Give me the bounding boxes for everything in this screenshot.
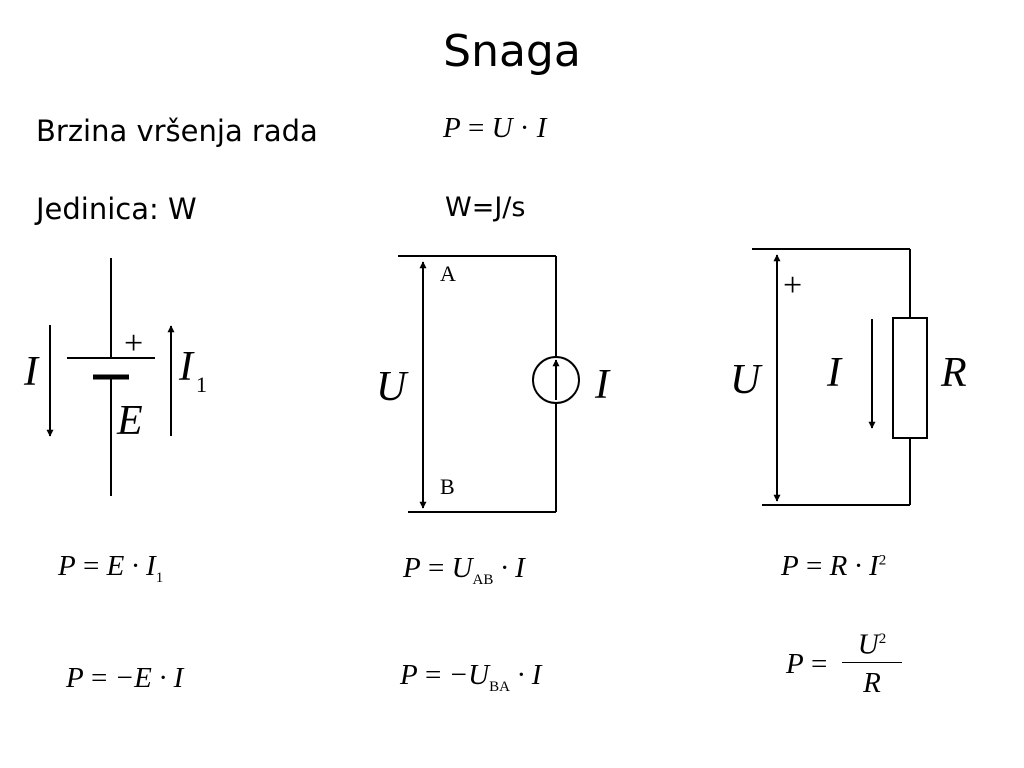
voltage-label: U (376, 364, 409, 410)
resistor-circuit (752, 248, 928, 506)
current1-label: I (178, 344, 195, 390)
plus-sign: + (783, 267, 802, 304)
node-a-label: A (440, 261, 456, 286)
source-power-formula-negative: P = −UBA · I (400, 659, 542, 695)
slide-title: Snaga (443, 26, 581, 77)
unit-equation: W=J/s (445, 192, 526, 223)
fraction-numerator: U2 (857, 628, 887, 661)
resistor-power-formula: P = R · I2 (781, 550, 887, 582)
emf-label: E (116, 398, 143, 444)
power-formula: P = U · I (443, 112, 547, 144)
voltage-label: U (730, 357, 763, 403)
current-label: I (23, 349, 40, 395)
node-b-label: B (440, 474, 455, 499)
resistor-label: R (940, 350, 967, 396)
current1-subscript: 1 (196, 372, 207, 397)
unit-text: Jedinica: W (36, 192, 197, 226)
emf-source-circuit (46, 258, 175, 496)
fraction: U2 R (842, 622, 902, 703)
plus-sign: + (124, 325, 143, 362)
emf-power-formula: P = E · I1 (58, 550, 164, 586)
current-label: I (826, 350, 843, 396)
emf-power-formula-negative: P = −E · I (66, 662, 184, 694)
resistor-body (892, 317, 928, 439)
fraction-denominator: R (842, 661, 902, 703)
resistor-power-formula-lhs: P = (786, 648, 828, 680)
current-source-circuit (398, 255, 580, 513)
current-label: I (594, 362, 611, 408)
definition-text: Brzina vršenja rada (36, 114, 318, 148)
source-power-formula: P = UAB · I (403, 552, 525, 588)
